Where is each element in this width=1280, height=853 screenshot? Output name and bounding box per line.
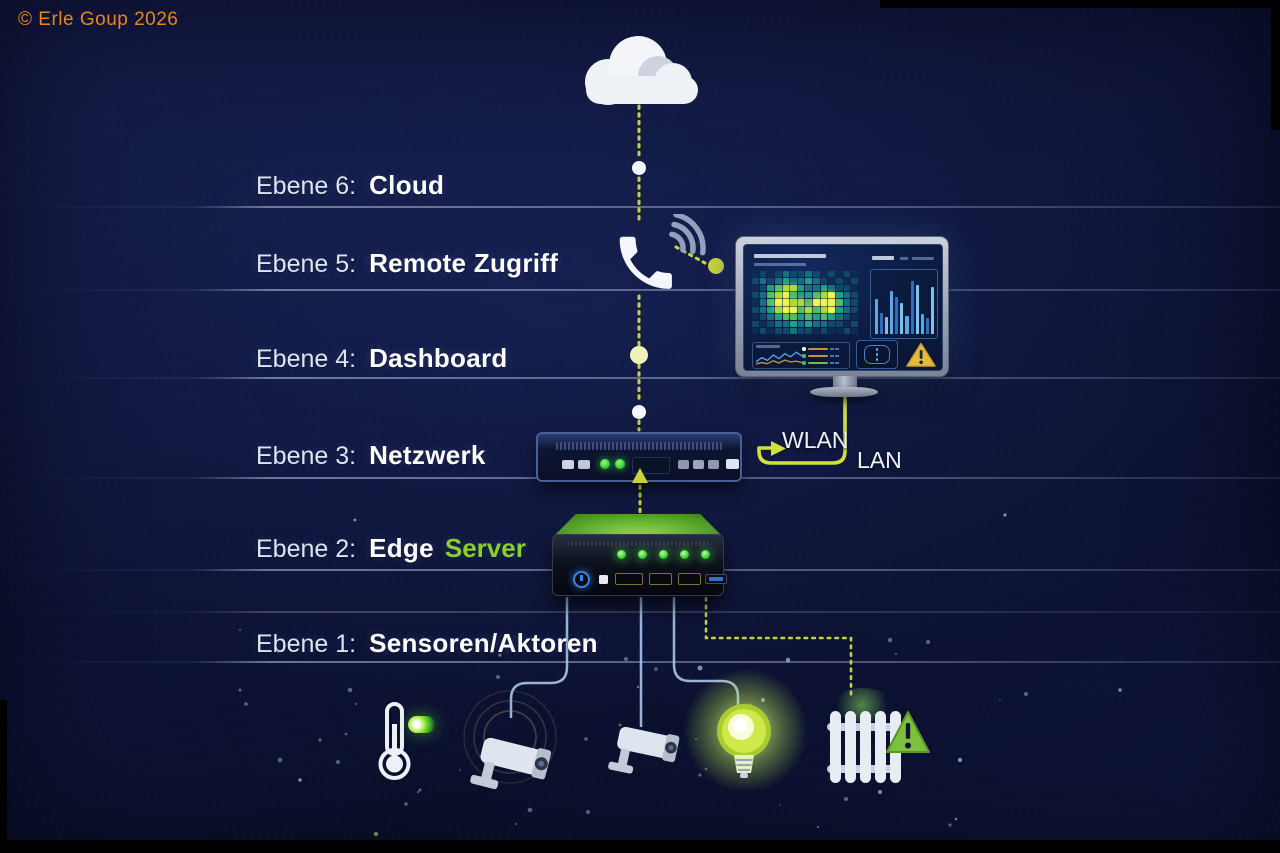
- monitor-icon: [735, 236, 949, 377]
- level-name: Remote Zugriff: [369, 248, 559, 278]
- level-name-accent: Server: [444, 533, 526, 563]
- server-led: [680, 550, 689, 559]
- wlan-label: WLAN: [782, 427, 849, 453]
- server-vent: [567, 541, 709, 546]
- heatmap-chart: [752, 271, 858, 334]
- level-label-netzwerk: Ebene 3: Netzwerk: [256, 440, 486, 471]
- server-port: [615, 573, 643, 585]
- router-vent: [556, 442, 722, 450]
- server-indicator: [599, 575, 608, 584]
- router-display: [632, 457, 670, 474]
- level-name: Dashboard: [369, 343, 508, 373]
- warning-triangle-icon: [906, 342, 936, 367]
- camera-icon: [608, 726, 680, 774]
- level-divider: [0, 206, 1280, 208]
- edge-shadow-top: [880, 0, 1280, 8]
- router-indicator: [708, 460, 719, 469]
- legend-row: [802, 347, 846, 351]
- panel-title-placeholder: [756, 345, 780, 348]
- router-indicator: [678, 460, 689, 469]
- line-node-dot: [632, 405, 646, 419]
- level-label-remote: Ebene 5: Remote Zugriff: [256, 248, 558, 279]
- router-icon: [536, 432, 742, 482]
- led-indicator-icon: [408, 716, 435, 733]
- line-node-dot: [632, 161, 646, 175]
- warning-triangle-icon: [886, 711, 930, 753]
- server-port: [678, 573, 701, 585]
- level-prefix: Ebene 6:: [256, 172, 357, 200]
- power-button-icon: [573, 571, 590, 588]
- router-indicator: [693, 460, 704, 469]
- level-name: Sensoren/Aktoren: [369, 628, 598, 658]
- server-port: [649, 573, 672, 585]
- power-socket-icon: [864, 345, 890, 364]
- level-prefix: Ebene 5:: [256, 250, 357, 278]
- dashboard-screen: [743, 244, 943, 371]
- power-socket-panel: [856, 340, 898, 369]
- router-led: [615, 459, 625, 469]
- edge-shadow-left: [0, 700, 7, 853]
- wifi-camera-icon: [463, 690, 557, 790]
- server-glowing-top: [554, 514, 722, 536]
- level-divider: [0, 611, 1280, 613]
- router-indicator: [562, 460, 574, 469]
- edge-shadow-right: [1271, 0, 1280, 130]
- router-led: [600, 459, 610, 469]
- panel-title-placeholder: [872, 256, 894, 260]
- monitor-stand-base: [810, 387, 878, 397]
- legend-row: [802, 354, 846, 358]
- screen-warning-panel: [904, 340, 938, 369]
- cloud-icon: [585, 36, 698, 105]
- level-divider: [0, 661, 1280, 663]
- level-prefix: Ebene 3:: [256, 442, 357, 470]
- phone-icon: [619, 214, 706, 289]
- level-label-sensoren: Ebene 1: Sensoren/Aktoren: [256, 628, 598, 659]
- line-node-dot: [630, 346, 648, 364]
- line-chart: [756, 351, 802, 365]
- router-indicator: [578, 460, 590, 469]
- edge-shadow-bottom: [0, 840, 1280, 853]
- monitor-stand-neck: [833, 376, 857, 389]
- level-name: Cloud: [369, 170, 445, 200]
- line-chart-panel: [752, 342, 850, 369]
- level-label-dashboard: Ebene 4: Dashboard: [256, 343, 508, 374]
- level-prefix: Ebene 4:: [256, 345, 357, 373]
- panel-chip-placeholder: [912, 257, 934, 260]
- wifi-signal-icon: [669, 214, 706, 256]
- server-usb-port: [705, 574, 727, 584]
- server-led: [701, 550, 710, 559]
- lightbulb-icon: [717, 704, 771, 778]
- legend-row: [802, 361, 846, 365]
- bar-chart-panel: [870, 269, 938, 339]
- server-led: [617, 550, 626, 559]
- edge-server-icon: [552, 514, 727, 602]
- level-prefix: Ebene 2:: [256, 535, 357, 563]
- copyright-text: © Erle Goup 2026: [18, 9, 179, 30]
- chart-legend: [802, 347, 846, 365]
- panel-subtitle-placeholder: [754, 263, 806, 266]
- level-divider: [0, 289, 1280, 291]
- server-body: [552, 534, 727, 596]
- server-led: [638, 550, 647, 559]
- level-prefix: Ebene 1:: [256, 630, 357, 658]
- panel-title-placeholder: [754, 254, 826, 258]
- bar-chart: [875, 278, 934, 334]
- panel-chip-placeholder: [900, 257, 908, 260]
- router-indicator: [726, 459, 739, 469]
- level-name: Edge: [369, 533, 434, 563]
- level-name: Netzwerk: [369, 440, 486, 470]
- cloud-backbone-dotted-line: [637, 104, 853, 698]
- level-label-cloud: Ebene 6: Cloud: [256, 170, 444, 201]
- level-divider: [0, 377, 1280, 379]
- phone-handset: [619, 236, 672, 289]
- server-led: [659, 550, 668, 559]
- level-label-edge-server: Ebene 2: Edge Server: [256, 533, 526, 564]
- thermometer-icon: [378, 702, 411, 780]
- lan-label: LAN: [857, 447, 902, 473]
